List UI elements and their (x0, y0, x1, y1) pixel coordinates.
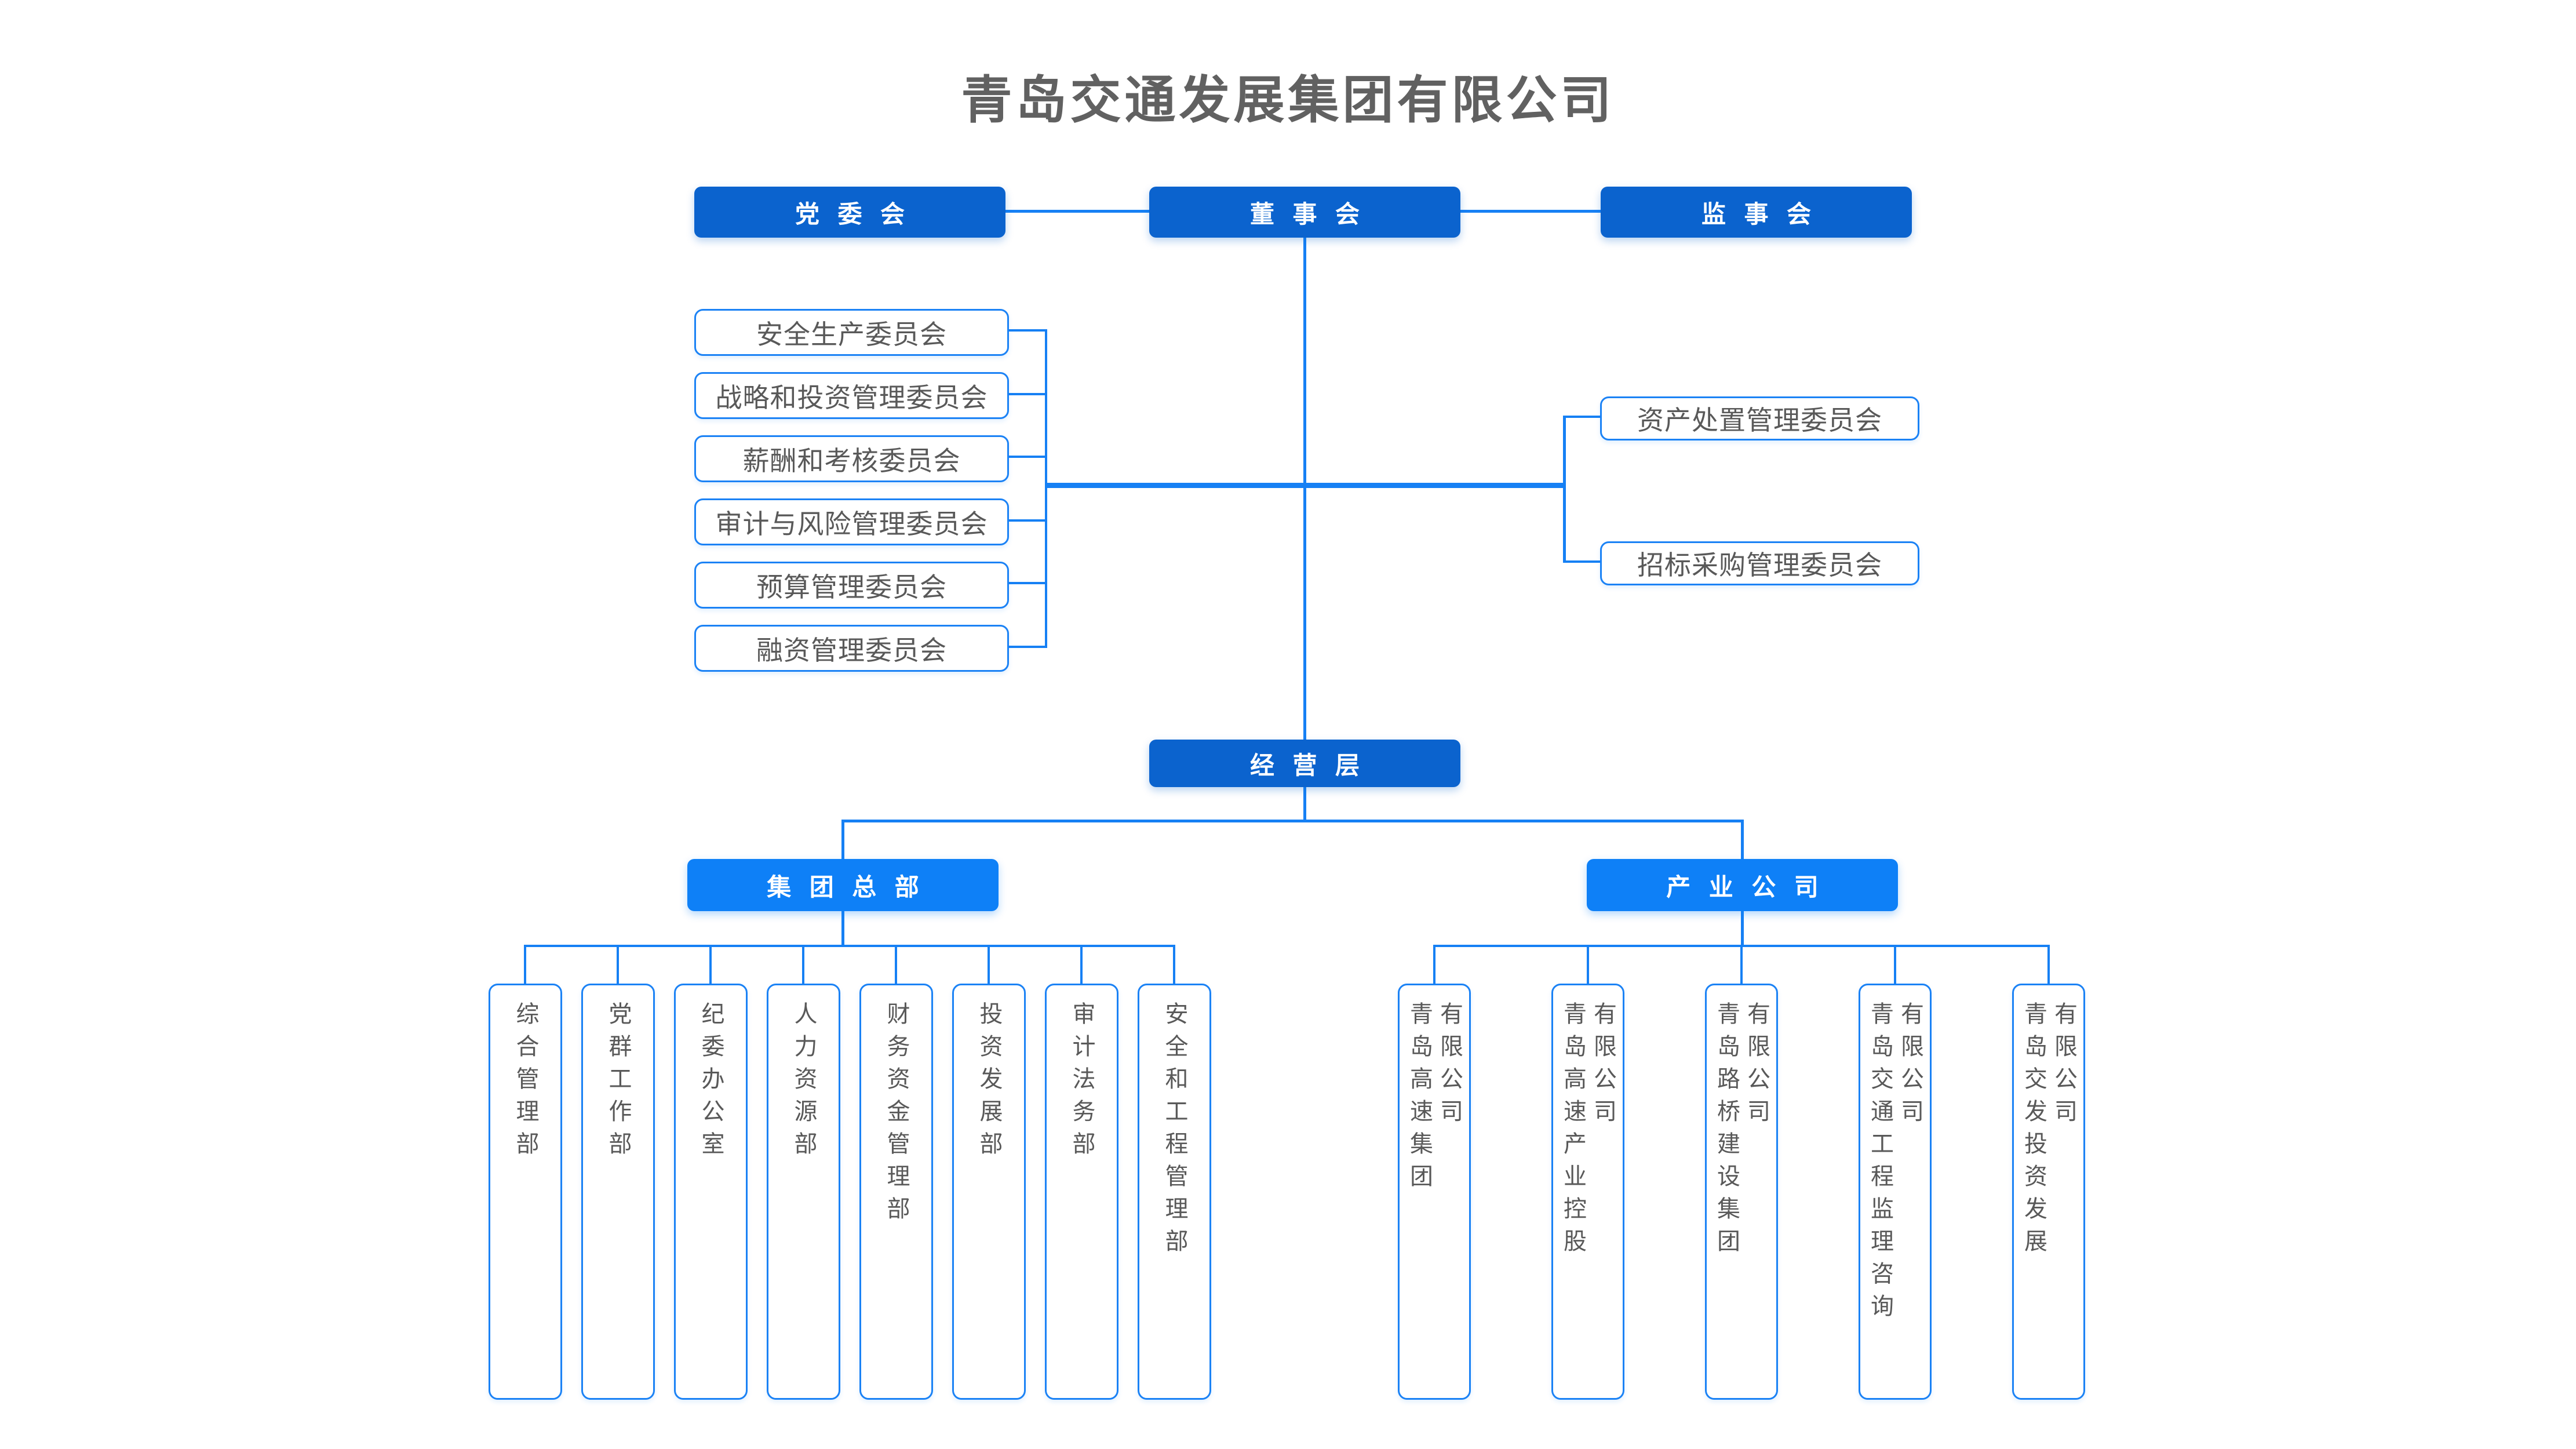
node-supervisory-board: 监事会 (1601, 187, 1912, 238)
committee-label: 资产处置管理委员会 (1637, 405, 1882, 435)
connector-left-stub-3 (1005, 456, 1045, 458)
connector-dept-stub-6 (988, 945, 990, 984)
node-industry-companies-label: 产业公司 (1666, 873, 1837, 901)
connector-trunk-upper (1303, 238, 1306, 740)
company-name: 青岛路桥建设集团 (1714, 1002, 1739, 1261)
node-committee-financing: 融资管理委员会 (694, 625, 1009, 672)
node-dept-party-mass-work: 党群工作部 (581, 984, 655, 1400)
connector-company-stub-2 (1587, 945, 1589, 984)
node-supervisory-board-label: 监事会 (1701, 200, 1830, 228)
committee-label: 薪酬和考核委员会 (742, 445, 961, 476)
connector-company-stub-4 (1894, 945, 1896, 984)
node-company-expressway-group: 青岛高速集团 有限公司 (1398, 984, 1471, 1400)
node-dept-investment-development: 投资发展部 (952, 984, 1026, 1400)
node-committee-strategy-investment: 战略和投资管理委员会 (694, 372, 1009, 419)
connector-cross (1045, 483, 1565, 488)
committee-label: 审计与风险管理委员会 (715, 508, 988, 539)
node-board-label: 董事会 (1249, 200, 1378, 228)
node-committee-audit-risk: 审计与风险管理委员会 (694, 498, 1009, 545)
connector-left-stub-1 (1005, 329, 1045, 332)
company-suffix: 有限公司 (1590, 1002, 1616, 1131)
connector-board-supervisory (1460, 210, 1601, 213)
connector-left-stub-2 (1005, 393, 1045, 395)
connector-left-stub-5 (1005, 582, 1045, 584)
connector-dept-stub-7 (1080, 945, 1083, 984)
connector-dept-stub-2 (617, 945, 619, 984)
connector-dept-stub-5 (895, 945, 897, 984)
connector-split (841, 820, 1743, 822)
committee-label: 战略和投资管理委员会 (715, 382, 988, 413)
node-dept-human-resources: 人力资源部 (767, 984, 840, 1400)
connector-industry-drop-top (1741, 820, 1744, 859)
dept-label: 财务资金管理部 (883, 1002, 909, 1229)
connector-dept-stub-1 (524, 945, 526, 984)
committee-label: 安全生产委员会 (756, 319, 947, 349)
dept-label: 综合管理部 (512, 1002, 538, 1164)
connector-left-spine (1045, 329, 1047, 648)
connector-company-stub-3 (1740, 945, 1743, 984)
company-name: 青岛高速产业控股 (1560, 1002, 1586, 1261)
page-title: 青岛交通发展集团有限公司 (961, 71, 1615, 129)
connector-trunk-lower (1303, 787, 1306, 822)
node-company-engineering-supervision: 青岛交通工程监理咨询 有限公司 (1859, 984, 1932, 1400)
committee-label: 融资管理委员会 (756, 635, 947, 665)
dept-label: 党群工作部 (605, 1002, 631, 1164)
connector-right-stub-1 (1566, 416, 1600, 418)
connector-party-board (1005, 210, 1149, 213)
node-management-layer: 经营层 (1149, 740, 1460, 787)
connector-hq-drop-bottom (841, 911, 844, 945)
committee-label: 预算管理委员会 (756, 571, 947, 602)
node-group-headquarters-label: 集团总部 (767, 873, 938, 901)
connector-right-stub-2 (1566, 560, 1600, 563)
node-company-road-bridge-construction: 青岛路桥建设集团 有限公司 (1705, 984, 1778, 1400)
node-industry-companies: 产业公司 (1587, 859, 1898, 911)
company-name: 青岛高速集团 (1407, 1002, 1432, 1196)
node-company-jiaofa-investment: 青岛交发投资发展 有限公司 (2012, 984, 2085, 1400)
company-suffix: 有限公司 (1744, 1002, 1769, 1131)
connector-right-spine (1563, 416, 1566, 563)
node-dept-discipline-office: 纪委办公室 (674, 984, 748, 1400)
node-board: 董事会 (1149, 187, 1460, 238)
node-group-headquarters: 集团总部 (687, 859, 999, 911)
node-committee-safety: 安全生产委员会 (694, 309, 1009, 356)
dept-label: 人力资源部 (790, 1002, 817, 1164)
dept-label: 审计法务部 (1069, 1002, 1095, 1164)
connector-company-stub-1 (1433, 945, 1435, 984)
committee-label: 招标采购管理委员会 (1637, 550, 1882, 580)
connector-industry-drop-bottom (1741, 911, 1744, 945)
connector-company-stub-5 (2047, 945, 2050, 984)
node-dept-general-management: 综合管理部 (489, 984, 562, 1400)
connector-dept-stub-3 (709, 945, 712, 984)
node-dept-safety-engineering: 安全和工程管理部 (1138, 984, 1211, 1400)
node-committee-budget: 预算管理委员会 (694, 562, 1009, 609)
company-suffix: 有限公司 (1897, 1002, 1923, 1131)
node-management-layer-label: 经营层 (1249, 751, 1378, 779)
connector-left-stub-4 (1005, 519, 1045, 522)
node-committee-bidding-procurement: 招标采购管理委员会 (1600, 541, 1919, 585)
node-dept-audit-legal: 审计法务部 (1045, 984, 1118, 1400)
company-name: 青岛交通工程监理咨询 (1867, 1002, 1893, 1326)
connector-left-stub-6 (1005, 646, 1045, 648)
connector-dept-stub-8 (1173, 945, 1175, 984)
node-dept-finance-treasury: 财务资金管理部 (859, 984, 933, 1400)
dept-label: 纪委办公室 (698, 1002, 724, 1164)
connector-dist-left (524, 945, 1175, 947)
node-committee-compensation: 薪酬和考核委员会 (694, 435, 1009, 482)
company-suffix: 有限公司 (1437, 1002, 1462, 1131)
node-party-committee: 党委会 (694, 187, 1005, 238)
node-committee-asset-disposal: 资产处置管理委员会 (1600, 396, 1919, 440)
node-company-expressway-industry-holding: 青岛高速产业控股 有限公司 (1551, 984, 1624, 1400)
company-name: 青岛交发投资发展 (2021, 1002, 2046, 1261)
connector-hq-drop-top (841, 820, 844, 859)
dept-label: 投资发展部 (976, 1002, 1002, 1164)
dept-label: 安全和工程管理部 (1161, 1002, 1187, 1261)
connector-dept-stub-4 (802, 945, 804, 984)
company-suffix: 有限公司 (2051, 1002, 2076, 1131)
node-party-committee-label: 党委会 (795, 200, 923, 228)
